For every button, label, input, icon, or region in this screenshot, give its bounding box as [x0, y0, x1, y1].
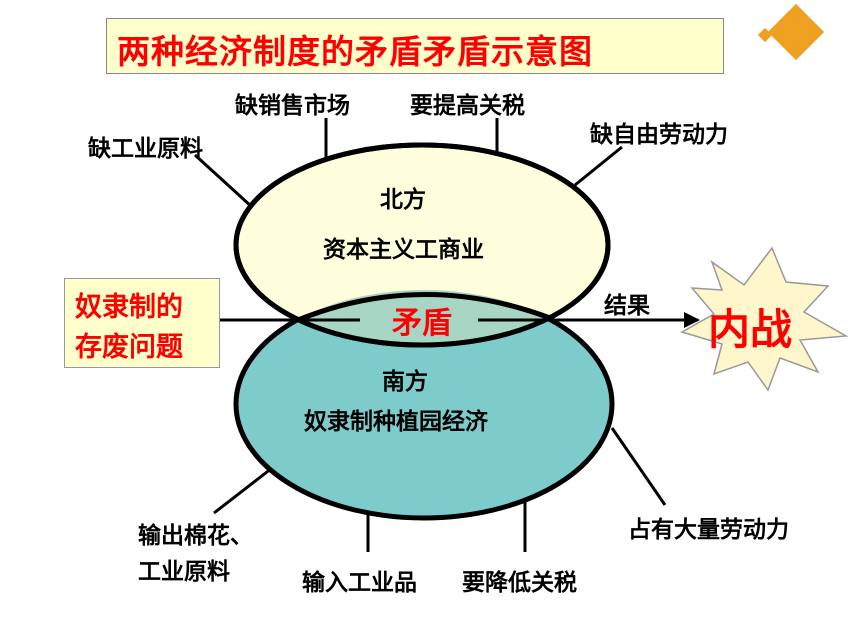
north-ellipse-outline: [233, 142, 611, 348]
connector-line: [193, 153, 254, 209]
arrow-head-icon: [684, 312, 700, 328]
issue-box: 奴隶制的 存废问题: [64, 278, 220, 368]
issue-line-1: 奴隶制的: [75, 292, 183, 323]
title-box: 两种经济制度的矛盾矛盾示意图: [106, 18, 724, 74]
result-label: 结果: [604, 293, 650, 319]
overlap-outline: [297, 292, 551, 323]
connector-line: [610, 427, 667, 506]
issue-line-2: 存废问题: [75, 332, 183, 363]
conflict-label: 矛盾: [392, 306, 452, 341]
north-economy-label: 资本主义工商业: [323, 237, 484, 263]
outcome-label: 内战: [708, 305, 793, 354]
south-need-label: 输入工业品: [302, 570, 417, 596]
north-need-label: 缺自由劳动力: [590, 122, 728, 148]
burst-icon: [680, 246, 849, 392]
north-need-label: 要提高关税: [410, 93, 525, 119]
north-need-label: 缺工业原料: [88, 136, 203, 162]
south-need-label: 要降低关税: [462, 570, 577, 596]
connector-line: [574, 145, 623, 187]
diamond-logo-icon: [757, 3, 825, 61]
south-economy-label: 奴隶制种植园经济: [304, 409, 488, 435]
south-region-label: 南方: [382, 369, 428, 395]
south-need-label: 输出棉花、: [138, 523, 253, 549]
north-region-label: 北方: [380, 187, 426, 213]
south-need-label: 工业原料: [138, 559, 230, 585]
north-need-label: 缺销售市场: [235, 93, 350, 119]
page-title: 两种经济制度的矛盾矛盾示意图: [117, 32, 593, 71]
south-need-label: 占有大量劳动力: [628, 517, 789, 543]
